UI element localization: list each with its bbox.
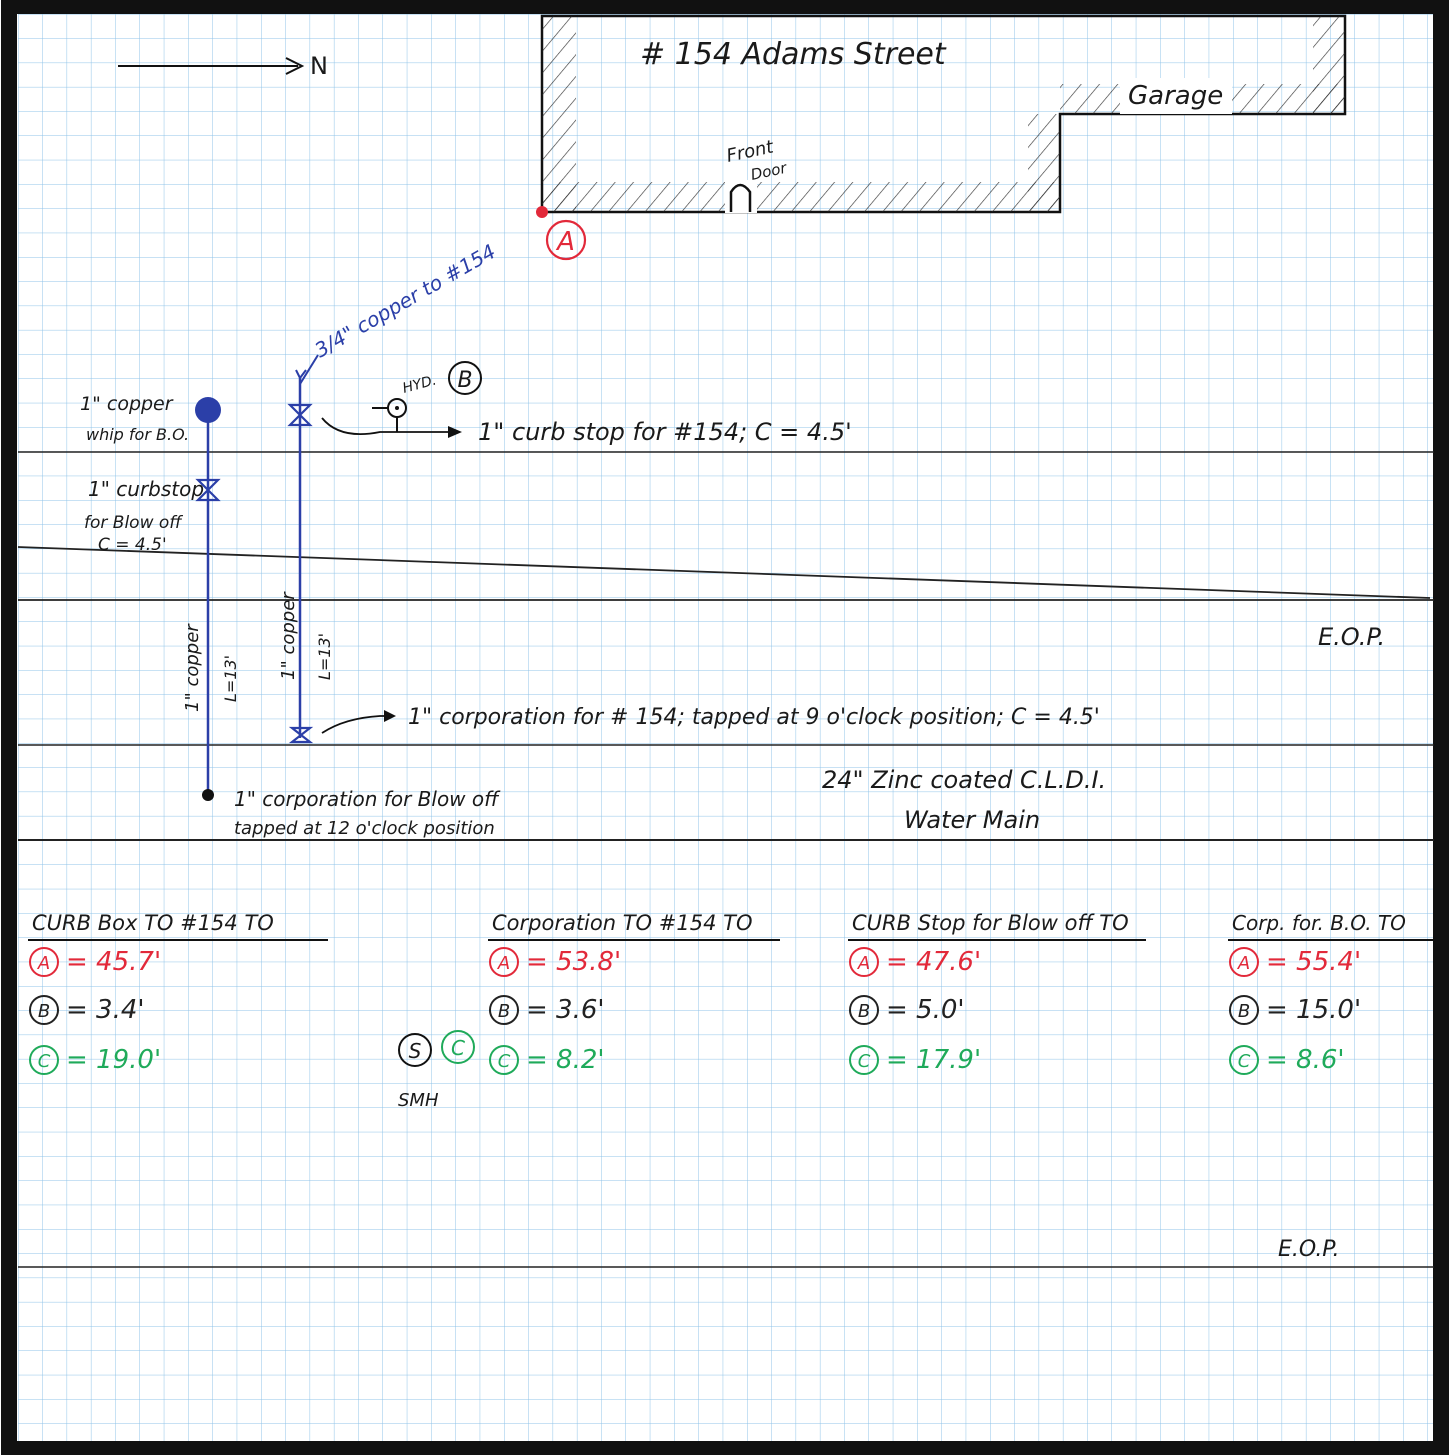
tie-measurement-tables: CURB Box TO #154 TO A = 45.7' B = 3.4' C = 19.…: [28, 911, 1434, 1075]
water-main-line2: Water Main: [904, 806, 1040, 834]
table-distance-value: = 19.0': [66, 1045, 161, 1075]
table-distance-value: = 5.0': [886, 995, 965, 1025]
curb-stop-callout-arrow: [321, 417, 462, 438]
table-point-label: A: [857, 953, 870, 974]
service-pipe-label: 1" copper: [278, 591, 299, 680]
table-distance-value: = 3.4': [66, 995, 145, 1025]
table-distance-value: = 47.6': [886, 947, 981, 977]
table-distance-value: = 15.0': [1266, 995, 1361, 1025]
house-address-title: # 154 Adams Street: [640, 37, 947, 72]
smh-s-label: S: [409, 1039, 422, 1063]
smh-c-label: C: [451, 1036, 465, 1060]
table-distance-value: = 45.7': [66, 947, 161, 977]
table-distance-value: = 53.8': [526, 947, 621, 977]
table-point-label: B: [858, 1001, 870, 1022]
table-point-circle: [489, 1045, 519, 1075]
table-point-label: C: [498, 1051, 511, 1072]
corporation-154-label: 1" corporation for # 154; tapped at 9 o'…: [408, 705, 1100, 730]
table-distance-value: = 3.6': [526, 995, 605, 1025]
table-point-label: C: [38, 1051, 51, 1072]
table-point-circle: [849, 995, 879, 1025]
road-centerline: [17, 546, 1431, 599]
blowoff-pipe-label: 1" copper: [182, 623, 203, 712]
table-point-circle: [489, 995, 519, 1025]
table-header: Corporation TO #154 TO: [492, 911, 752, 935]
hydrant-point-label: B: [457, 368, 472, 393]
table-point-circle: [489, 947, 519, 977]
garage-label: Garage: [1128, 81, 1223, 111]
blowoff-curbstop-line2: for Blow off: [84, 513, 183, 533]
table-header: CURB Stop for Blow off TO: [852, 911, 1129, 935]
table-point-label: C: [1238, 1051, 1251, 1072]
table-distance-value: = 8.6': [1266, 1045, 1345, 1075]
table-point-label: B: [38, 1001, 50, 1022]
curb-stop-154-label: 1" curb stop for #154; C = 4.5': [478, 418, 852, 446]
service-pipe: [287, 354, 319, 744]
table-point-label: B: [498, 1001, 510, 1022]
smh-caption: SMH: [398, 1090, 439, 1111]
table-distance-value: = 55.4': [1266, 947, 1361, 977]
blowoff-curbstop-line1: 1" curbstop: [88, 477, 204, 501]
blowoff-curbstop-line3: C = 4.5': [98, 535, 167, 555]
table-point-circle: [849, 1045, 879, 1075]
corporation-blowoff-line1: 1" corporation for Blow off: [234, 787, 501, 811]
water-main-line1: 24" Zinc coated C.L.D.I.: [822, 766, 1106, 794]
sewer-manhole-symbol: S C SMH: [398, 1030, 475, 1111]
blowoff-whip-line1: 1" copper: [80, 393, 174, 415]
table-point-circle: [29, 1045, 59, 1075]
table-distance-value: = 17.9': [886, 1045, 981, 1075]
blowoff-whip-line2: whip for B.O.: [86, 425, 189, 444]
table-point-label: B: [1238, 1001, 1250, 1022]
corporation-blowoff-line2: tapped at 12 o'clock position: [234, 818, 495, 839]
blowoff-pipe-length: L=13': [221, 655, 240, 702]
table-point-label: A: [37, 953, 50, 974]
table-header: CURB Box TO #154 TO: [32, 911, 274, 935]
blowoff-pipe: [195, 397, 221, 801]
table-point-circle: [1229, 1045, 1259, 1075]
table-point-label: C: [858, 1051, 871, 1072]
table-point-circle: [29, 947, 59, 977]
house-outline: [540, 14, 1347, 214]
table-distance-value: = 8.2': [526, 1045, 605, 1075]
grid-lines: [18, 14, 1434, 1442]
point-a-marker: A: [536, 206, 587, 261]
table-point-circle: [849, 947, 879, 977]
table-point-circle: [29, 995, 59, 1025]
table-point-label: A: [1237, 953, 1250, 974]
north-arrow: N: [118, 52, 328, 80]
eop-bottom-label: E.O.P.: [1278, 1237, 1340, 1262]
corporation-callout-arrow: [321, 710, 396, 734]
north-label: N: [310, 52, 328, 80]
table-point-label: A: [497, 953, 510, 974]
table-header: Corp. for. B.O. TO: [1232, 911, 1406, 935]
table-point-circle: [1229, 995, 1259, 1025]
table-point-circle: [1229, 947, 1259, 977]
eop-top-label: E.O.P.: [1318, 623, 1385, 651]
point-a-label: A: [555, 227, 575, 257]
service-pipe-length: L=13': [315, 633, 334, 680]
